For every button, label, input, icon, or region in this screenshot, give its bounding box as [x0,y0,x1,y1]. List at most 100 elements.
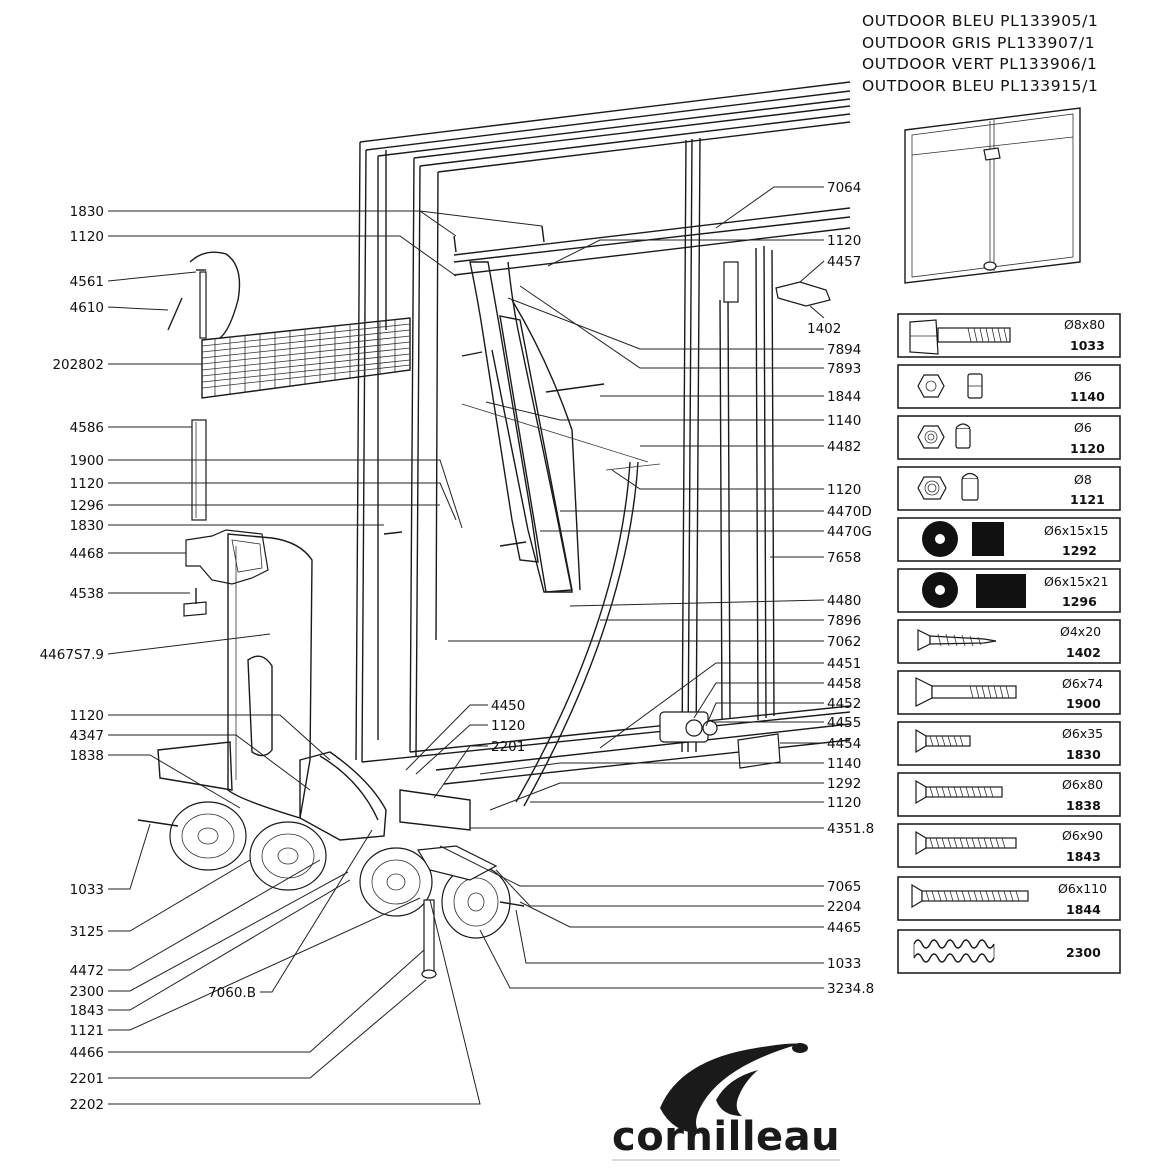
part-label: 4450 [491,698,525,714]
hardware-box: Ø4x20 1402 [897,619,1121,664]
part-label: 7894 [827,342,861,358]
table-thumbnail [904,107,1081,284]
hardware-box: Ø6x15x21 1296 [897,568,1121,613]
hardware-spec: Ø4x20 [1060,624,1101,639]
part-label: 7658 [827,550,861,566]
brand-wordmark: cornilleau [612,1114,840,1160]
spring-icon [913,939,995,963]
part-label: 1140 [827,413,861,429]
left-labels: 1830 1120 4561 4610 202802 4586 1900 112… [40,204,104,1113]
hardware-box: Ø6x90 1843 [897,823,1121,868]
hardware-spec: Ø6 [1074,369,1092,384]
part-label: 1140 [827,756,861,772]
countersunk-screw-icon [915,677,1017,707]
part-label: 4452 [827,696,861,712]
part-label: 1120 [827,482,861,498]
hardware-code: 1838 [1066,798,1101,813]
part-label: 1292 [827,776,861,792]
wood-screw-icon [917,629,997,651]
hardware-box: Ø8 1121 [897,466,1121,511]
hardware-box: Ø6x15x15 1292 [897,517,1121,562]
wheel [359,847,433,917]
net-assembly [167,251,411,617]
part-label: 4586 [70,420,104,436]
part-label: 4451 [827,656,861,672]
part-label: 1120 [827,795,861,811]
hardware-code: 1402 [1066,645,1101,660]
part-label: 1120 [70,708,104,724]
leg-and-wheels [137,533,525,979]
part-label: 1120 [70,476,104,492]
part-label: 7064 [827,180,861,196]
part-label: 4458 [827,676,861,692]
part-label: 1402 [807,321,841,337]
part-label: 1120 [491,718,525,734]
part-label: 4457 [827,254,861,270]
net-mesh [201,317,411,399]
part-label: 7060.B [208,985,256,1001]
part-label: 7062 [827,634,861,650]
hardware-box: Ø6x35 1830 [897,721,1121,766]
mid-labels: 7060.B 4450 1120 2201 [208,698,525,1001]
brand-logo: cornilleau [612,1043,840,1161]
hardware-spec: Ø6x80 [1062,777,1103,792]
part-label: 2201 [491,739,525,755]
hardware-code: 1121 [1070,492,1105,507]
screw-icon [915,830,1017,856]
part-label: 1844 [827,389,861,405]
part-label: 1843 [70,1003,104,1019]
screw-icon [911,883,1029,909]
bolt-icon [909,319,1011,355]
part-label: 7065 [827,879,861,895]
hardware-box: Ø6x110 1844 [897,876,1121,921]
part-label: 4472 [70,963,104,979]
part-label: 2300 [70,984,104,1000]
part-label: 4465 [827,920,861,936]
lock-nut-icon [917,423,971,449]
hardware-box: Ø6x80 1838 [897,772,1121,817]
part-label: 4351.8 [827,821,874,837]
hardware-spec: Ø6x90 [1062,828,1103,843]
hardware-box: Ø6x74 1900 [897,670,1121,715]
part-label: 4538 [70,586,104,602]
hardware-box: Ø6 1140 [897,364,1121,409]
screw-icon [915,728,971,754]
hardware-box: Ø6 1120 [897,415,1121,460]
part-label: 4610 [70,300,104,316]
part-label: 1033 [827,956,861,972]
model-line: OUTDOOR BLEU PL133905/1 [862,12,1098,30]
screw-icon [915,779,1003,805]
model-line: OUTDOOR VERT PL133906/1 [862,55,1098,73]
part-label: 4467S7.9 [40,647,104,663]
hardware-spec: Ø6x15x15 [1044,523,1108,538]
model-list: OUTDOOR BLEU PL133905/1 OUTDOOR GRIS PL1… [862,12,1098,95]
part-label: 2202 [70,1097,104,1113]
model-line: OUTDOOR BLEU PL133915/1 [862,77,1098,95]
hardware-box: Ø8x80 1033 [897,313,1121,358]
part-label: 4470G [827,524,872,540]
part-label: 1120 [70,229,104,245]
part-label: 7893 [827,361,861,377]
hardware-spec: Ø6x110 [1058,881,1107,896]
hardware-code: 1296 [1062,594,1097,609]
hex-nut-icon [917,373,983,399]
hardware-spec: Ø6x74 [1062,676,1103,691]
hardware-spec: Ø6 [1074,420,1092,435]
hardware-spec: Ø6x35 [1062,726,1103,741]
part-label: 4561 [70,274,104,290]
hardware-code: 1140 [1070,389,1105,404]
hardware-spec: Ø6x15x21 [1044,574,1108,589]
hardware-code: 1900 [1066,696,1101,711]
hardware-spec: Ø8 [1074,472,1092,487]
hardware-spec: Ø8x80 [1064,317,1105,332]
part-label: 1900 [70,453,104,469]
brand-mark-icon [660,1043,808,1134]
part-label: 3125 [70,924,104,940]
hardware-box: 2300 [897,929,1121,974]
part-label: 7896 [827,613,861,629]
part-label: 1830 [70,518,104,534]
hardware-code: 2300 [1066,945,1101,960]
part-label: 1838 [70,748,104,764]
model-line: OUTDOOR GRIS PL133907/1 [862,34,1095,52]
part-label: 4466 [70,1045,104,1061]
